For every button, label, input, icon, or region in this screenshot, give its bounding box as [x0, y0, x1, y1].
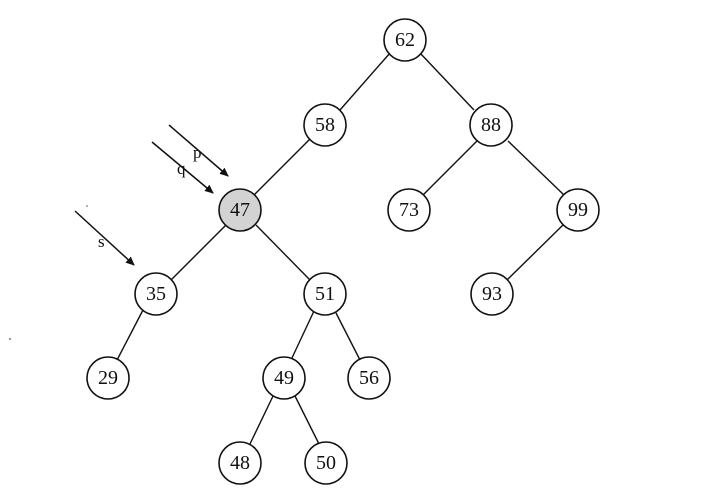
pointer-p-label: p: [193, 143, 202, 162]
pointer-q-label: q: [177, 159, 186, 178]
node-circle: [303, 272, 347, 316]
tree-node: 58: [303, 103, 347, 147]
pointer-arrows: p q s: [74, 124, 229, 266]
tree-node: 48: [218, 441, 262, 485]
tree-node: 51: [303, 272, 347, 316]
pointer-q: q: [151, 141, 214, 194]
node-label: 73: [399, 199, 419, 221]
edge-35-29: [115, 309, 144, 363]
node-circle: [86, 356, 130, 400]
pointer-s: s: [74, 210, 135, 266]
scan-speck: [86, 205, 88, 207]
node-label: 56: [359, 367, 379, 389]
edge-47-51: [255, 224, 311, 281]
node-label: 49: [274, 367, 294, 389]
node-circle: [218, 441, 262, 485]
node-circle: [304, 441, 348, 485]
pointer-p-arrow: [168, 124, 229, 177]
edge-51-56: [334, 310, 361, 361]
node-label: 50: [316, 452, 336, 474]
tree-node: 29: [86, 356, 130, 400]
edge-62-88: [419, 52, 475, 111]
edge-62-58: [339, 52, 391, 111]
node-circle: [556, 188, 600, 232]
node-circle: [387, 188, 431, 232]
tree-edges: [115, 52, 565, 447]
edge-47-35: [170, 224, 227, 281]
node-label: 88: [481, 114, 501, 136]
node-circle: [469, 103, 513, 147]
edge-88-99: [507, 140, 565, 196]
tree-node: 88: [469, 103, 513, 147]
tree-node: 93: [470, 272, 514, 316]
node-circle: [134, 272, 178, 316]
node-label: 93: [482, 283, 502, 305]
edge-99-93: [506, 224, 564, 281]
tree-node: 99: [556, 188, 600, 232]
node-label: 51: [315, 283, 335, 305]
node-circle: [347, 356, 391, 400]
node-label: 35: [146, 283, 166, 305]
node-label: 47: [230, 199, 250, 221]
node-label: 62: [395, 29, 415, 51]
tree-nodes: 62 58 88 47 73 99 35 51: [86, 18, 600, 485]
tree-node: 50: [304, 441, 348, 485]
scan-speck: [8, 337, 12, 341]
tree-node: 35: [134, 272, 178, 316]
pointer-s-arrow: [74, 210, 135, 266]
tree-node: 73: [387, 188, 431, 232]
pointer-p: p: [168, 124, 229, 177]
node-circle: [383, 18, 427, 62]
edge-58-47: [253, 138, 311, 196]
edge-49-50: [293, 393, 321, 447]
tree-node-highlighted: 47: [218, 188, 262, 232]
tree-node: 56: [347, 356, 391, 400]
node-label: 29: [98, 367, 118, 389]
node-circle: [303, 103, 347, 147]
node-circle: [470, 272, 514, 316]
pointer-s-label: s: [98, 232, 105, 251]
edge-51-49: [290, 310, 315, 361]
node-label: 48: [230, 452, 250, 474]
edge-49-48: [248, 393, 275, 447]
node-circle: [262, 356, 306, 400]
node-label: 99: [568, 199, 588, 221]
node-label: 58: [315, 114, 335, 136]
tree-node: 62: [383, 18, 427, 62]
edge-88-73: [422, 140, 478, 196]
pointer-q-arrow: [151, 141, 214, 194]
tree-node: 49: [262, 356, 306, 400]
node-circle-highlighted: [218, 188, 262, 232]
